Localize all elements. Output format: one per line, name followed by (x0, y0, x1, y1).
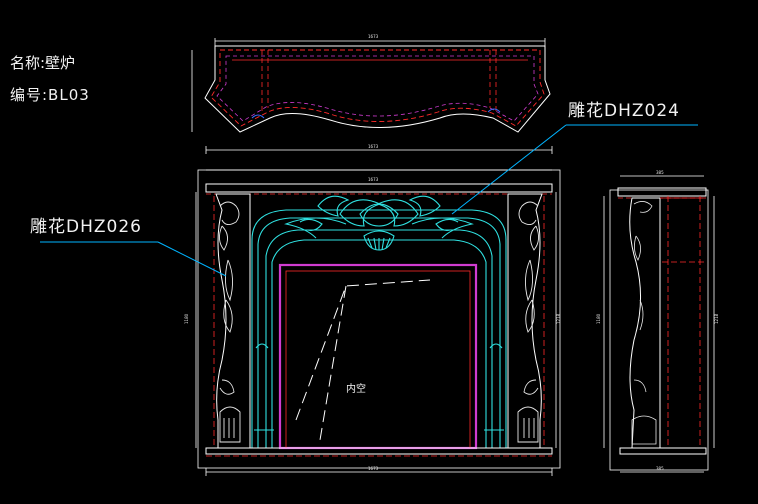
svg-text:1218: 1218 (556, 313, 561, 324)
svg-text:1673: 1673 (368, 144, 379, 149)
opening-label: 内空 (346, 382, 366, 395)
plan-view (191, 38, 553, 154)
svg-text:1673: 1673 (368, 466, 379, 471)
front-elevation: 内空 1673 1673 1673 1673 1180 1218 (184, 34, 561, 476)
product-code-label: 编号:BL03 (10, 86, 90, 104)
svg-text:1180: 1180 (596, 313, 601, 324)
svg-text:1673: 1673 (368, 177, 379, 182)
product-name-label: 名称:壁炉 (10, 54, 76, 72)
svg-text:385: 385 (656, 466, 664, 471)
side-elevation: 385 385 1180 1218 (596, 170, 719, 473)
callout-label-carving-dhz024: 雕花DHZ024 (568, 101, 680, 121)
svg-text:385: 385 (656, 170, 664, 175)
svg-text:1180: 1180 (184, 313, 189, 324)
callout-label-carving-dhz026: 雕花DHZ026 (30, 217, 142, 237)
svg-text:1673: 1673 (368, 34, 379, 39)
svg-text:1218: 1218 (714, 313, 719, 324)
callout-leaders (40, 124, 698, 277)
